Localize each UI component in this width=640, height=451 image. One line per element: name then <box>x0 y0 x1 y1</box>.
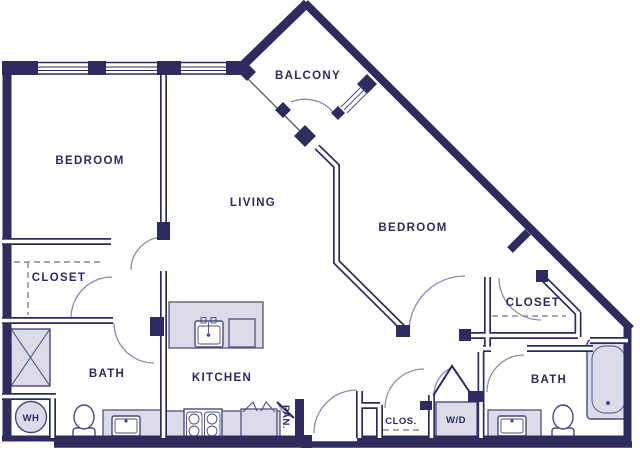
bedroom-left-door-arc <box>130 236 165 271</box>
bath-right-fixtures <box>435 339 631 441</box>
closet-right-wall-stub <box>507 229 531 253</box>
refrigerator <box>240 401 278 442</box>
toilet-right <box>551 404 575 439</box>
kitchen-label: KITCHEN <box>192 372 252 384</box>
toilet-left <box>72 404 96 439</box>
pantry-wall <box>295 399 304 441</box>
vanity-left <box>102 409 164 441</box>
shower <box>10 328 51 387</box>
dishwasher <box>228 318 256 348</box>
bedroom-balcony-window <box>331 74 377 120</box>
entry-door-arc <box>313 389 358 434</box>
interior-walls <box>2 75 628 438</box>
closet-shelf-lines <box>14 261 566 431</box>
bedroom-right-door-arc <box>408 275 466 333</box>
balcony-door-arc <box>290 98 337 117</box>
vanity-right <box>487 409 542 441</box>
diagonal-exterior-wall <box>302 0 634 332</box>
bath-right-label: BATH <box>531 374 567 386</box>
island-sink <box>194 317 224 348</box>
balcony-railing <box>238 63 316 147</box>
bath-right-door-arc <box>486 354 525 393</box>
doors <box>70 98 542 434</box>
living-label: LIVING <box>230 197 276 209</box>
balcony-label: BALCONY <box>275 70 341 82</box>
bedroom-left-label: BEDROOM <box>55 155 124 167</box>
closet-left-label: CLOSET <box>32 272 86 284</box>
washer-dryer-label: W/D <box>446 415 466 426</box>
water-heater <box>14 400 48 434</box>
pantry-label: PAN. <box>280 405 291 429</box>
room-labels: BEDROOM LIVING BALCONY BEDROOM CLOSET CL… <box>23 70 567 429</box>
hall-closet-label: CLOS. <box>385 416 417 427</box>
bedroom-right-label: BEDROOM <box>378 222 447 234</box>
bedroom-window-band <box>2 61 243 75</box>
washer-dryer-bifold-door <box>432 364 472 397</box>
bath-left-label: BATH <box>89 368 125 380</box>
hall-closet-door-arc <box>384 368 425 409</box>
bath-left-fixtures <box>10 328 164 441</box>
water-heater-label: WH <box>23 413 40 424</box>
pantry-door <box>276 401 295 419</box>
bath-left-door-arc <box>113 322 155 364</box>
closet-left-door-arc <box>70 276 113 319</box>
closet-right-door-arc <box>498 277 542 321</box>
closet-right-label: CLOSET <box>506 297 560 309</box>
balcony-left-wall <box>233 0 311 75</box>
